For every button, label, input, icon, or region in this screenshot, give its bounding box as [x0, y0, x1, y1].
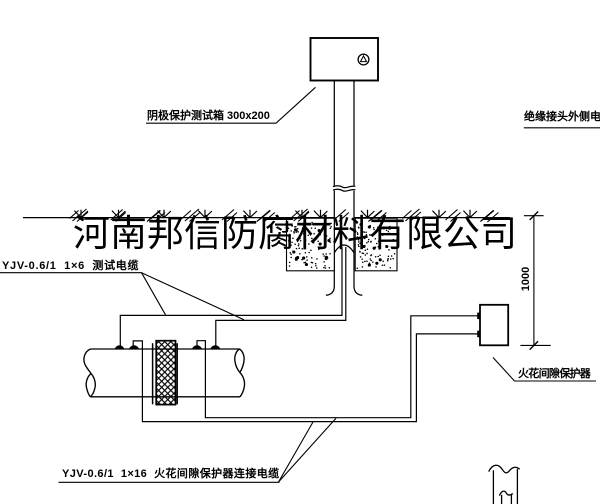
leader-test-cable-2: [141, 272, 245, 321]
leader-test-box: [146, 86, 316, 124]
concrete-stipple-left: [287, 221, 332, 269]
dimension-tick-top: [529, 211, 539, 221]
pipe-break-left-curve: [83, 348, 92, 374]
conduit-seal-arch: [333, 244, 355, 254]
joint-hatched-body: [155, 339, 177, 406]
spark-terminal-top: [477, 312, 481, 320]
annotation-leaders: [0, 86, 600, 483]
concrete-blocks: [285, 217, 398, 272]
label-test-box: 阴极保护测试箱 300x200: [147, 109, 270, 122]
pipe-break-right-lens: [234, 348, 245, 373]
label-outer-cable: 绝缘接头外侧电缆: [524, 110, 600, 123]
pipe-break-left-lens: [85, 372, 96, 398]
insulating-joint: [151, 339, 178, 406]
test-box: [309, 37, 379, 82]
watermark-hatch-ticks: [69, 208, 499, 223]
spark-gap-cables: [132, 315, 478, 423]
spark-terminal-bottom: [477, 330, 481, 338]
leader-spark-cable-2: [278, 417, 337, 483]
pipe-break-right-curve: [239, 372, 246, 398]
weld-dot: [191, 345, 203, 349]
conduit-lower-right-line: [353, 190, 363, 296]
weld-dot: [128, 345, 140, 349]
dimension-value: 1000: [520, 266, 532, 291]
spark-gap-box: [479, 303, 510, 347]
leader-test-cable-1: [141, 272, 166, 316]
dimension-tick-bottom: [529, 340, 539, 351]
weld-dot: [114, 345, 125, 349]
label-test-cable: YJV-0.6/1 1×6 测试电缆: [2, 259, 140, 272]
spark-cable-from-right-clamp: [196, 315, 478, 419]
weld-points: [114, 345, 221, 349]
watermark-text: 河南邦信防腐材料有限公司: [73, 214, 517, 255]
spark-gap-protector: [477, 303, 510, 347]
stub-inner-wave: [498, 490, 514, 496]
leader-spark-cable-1: [278, 421, 314, 483]
weld-dot: [210, 345, 221, 349]
dimension-1000: [520, 211, 551, 351]
test-box-outline: [309, 37, 379, 82]
stub-break-wave: [488, 464, 521, 474]
broken-pipe-stub: [488, 464, 521, 504]
label-spark-gap-cable: YJV-0.6/1 1×16 火花间隙保护器连接电缆: [62, 467, 280, 480]
conduit-break-wave-top: [332, 185, 356, 189]
test-cable-right-run: [215, 247, 347, 347]
conduit-break-wave-bottom: [332, 188, 356, 192]
terminal-triangle-icon: [359, 54, 368, 63]
spark-cable-from-left-clamp: [132, 333, 478, 423]
test-cables: [119, 247, 347, 347]
concrete-stipple-right: [356, 220, 396, 269]
label-spark-gap-protector: 火花间隙保护器: [518, 367, 591, 380]
leader-spark-protector: [492, 357, 596, 382]
soil-symbols: [73, 209, 478, 219]
terminal-symbol-icon: [357, 53, 370, 66]
riser-conduit: [325, 80, 363, 296]
test-cable-left-run: [119, 247, 343, 347]
conduit-lower-left-line: [325, 190, 335, 296]
